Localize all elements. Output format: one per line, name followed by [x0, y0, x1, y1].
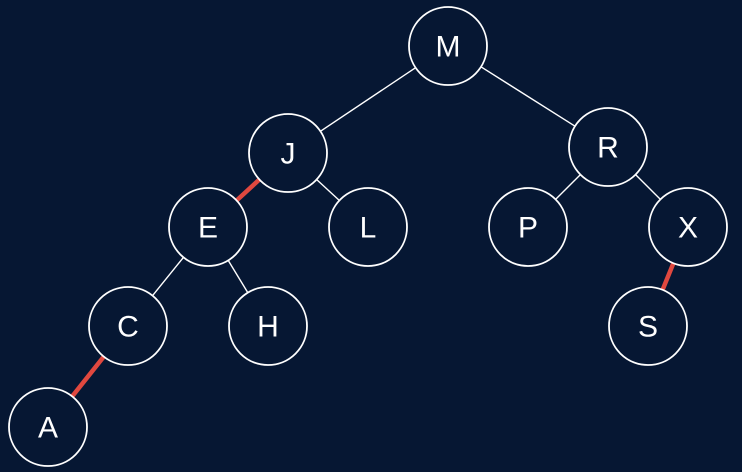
edge-c-a: [70, 355, 106, 398]
edge-m-r: [480, 66, 576, 127]
node-label: R: [597, 132, 619, 165]
node-circle: [608, 286, 688, 366]
node-label: P: [518, 212, 538, 245]
node-label: H: [257, 311, 279, 344]
edge-e-h: [227, 260, 249, 293]
edge-r-x: [635, 174, 661, 200]
tree-nodes: M J R E L P X C H S A: [8, 6, 728, 467]
edge-r-p: [555, 174, 581, 200]
tree-edges: [70, 66, 676, 398]
tree-node-x: X: [648, 187, 728, 267]
node-circle: [488, 187, 568, 267]
edge-x-s: [660, 262, 676, 291]
node-circle: [248, 113, 328, 193]
node-label: X: [678, 212, 698, 245]
node-circle: [168, 187, 248, 267]
node-label: L: [360, 212, 377, 245]
tree-node-e: E: [168, 187, 248, 267]
node-label: A: [38, 412, 58, 445]
edge-m-j: [320, 67, 416, 132]
tree-node-c: C: [88, 286, 168, 366]
node-circle: [328, 187, 408, 267]
node-circle: [648, 187, 728, 267]
tree-node-m: M: [408, 6, 488, 86]
tree-node-s: S: [608, 286, 688, 366]
node-circle: [228, 286, 308, 366]
node-circle: [88, 286, 168, 366]
node-label: S: [638, 311, 658, 344]
tree-node-j: J: [248, 113, 328, 193]
tree-node-r: R: [568, 107, 648, 187]
node-circle: [568, 107, 648, 187]
tree-node-h: H: [228, 286, 308, 366]
edge-j-l: [316, 178, 340, 202]
node-label: J: [281, 138, 296, 171]
node-label: E: [198, 212, 218, 245]
tree-node-p: P: [488, 187, 568, 267]
tree-node-a: A: [8, 387, 88, 467]
edge-e-c: [151, 256, 185, 297]
tree-node-l: L: [328, 187, 408, 267]
node-circle: [408, 6, 488, 86]
node-label: M: [436, 31, 461, 64]
edge-j-e: [235, 177, 261, 203]
node-label: C: [117, 311, 139, 344]
node-circle: [8, 387, 88, 467]
